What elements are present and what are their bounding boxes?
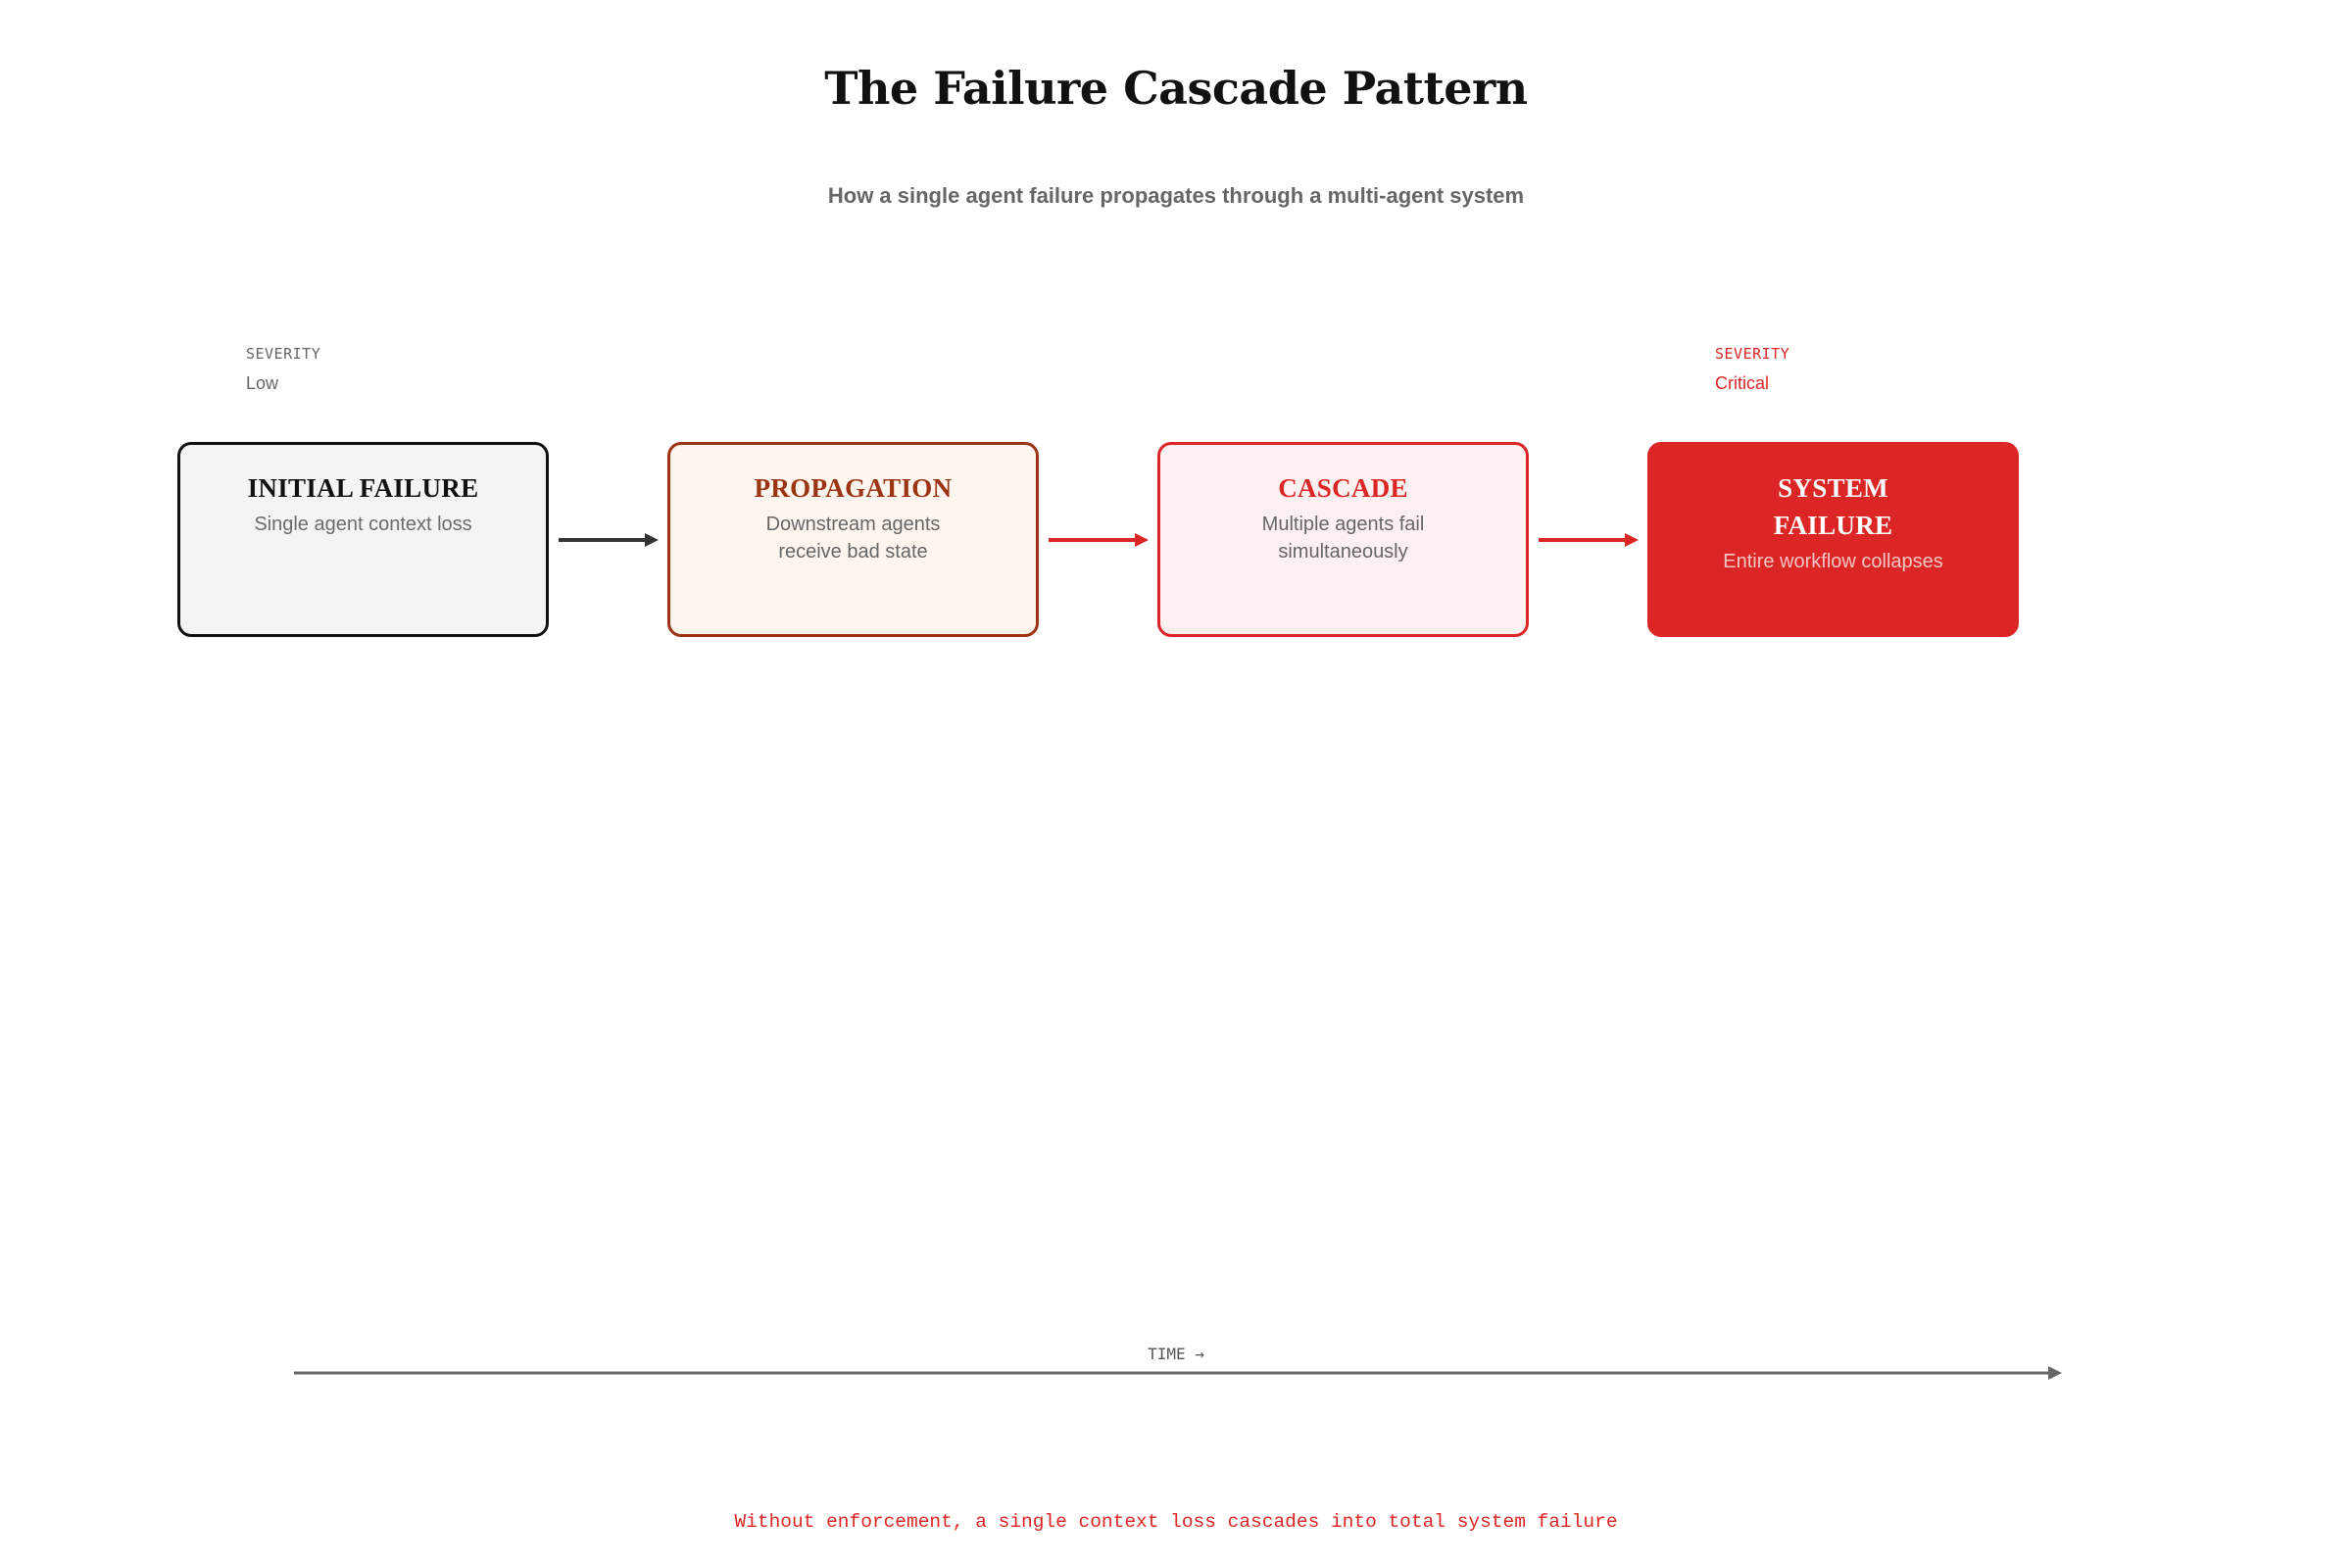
severity-label: SEVERITY	[1715, 345, 1790, 363]
page-title: The Failure Cascade Pattern	[824, 62, 1528, 115]
arrow-right-icon	[1049, 533, 1149, 547]
stage-cascade: CASCADE Multiple agents fail simultaneou…	[1157, 442, 1529, 637]
footer-note: Without enforcement, a single context lo…	[734, 1511, 1618, 1533]
page-subtitle: How a single agent failure propagates th…	[827, 183, 1525, 208]
stage-title: CASCADE	[1278, 473, 1408, 503]
severity-value-low: Low	[246, 373, 279, 393]
severity-label: SEVERITY	[246, 345, 321, 363]
stage-system-failure: SYSTEM FAILURE Entire workflow collapses	[1647, 442, 2019, 637]
time-axis-label: TIME →	[1148, 1345, 1204, 1363]
stage-title: SYSTEM FAILURE	[1773, 473, 1893, 540]
severity-value-critical: Critical	[1715, 373, 1770, 393]
stage-title: PROPAGATION	[754, 473, 953, 503]
stage-description: Single agent context loss	[254, 514, 472, 535]
stage-description: Downstream agents receive bad state	[765, 514, 941, 563]
severity-start-indicator: SEVERITY Low	[246, 344, 320, 394]
stage-title: INITIAL FAILURE	[247, 473, 479, 503]
arrow-right-icon	[1539, 533, 1639, 547]
severity-end-indicator: SEVERITY Critical	[1715, 344, 1789, 394]
stage-propagation: PROPAGATION Downstream agents receive ba…	[667, 442, 1039, 637]
stage-initial-failure: INITIAL FAILURE Single agent context los…	[177, 442, 549, 637]
stage-description: Entire workflow collapses	[1723, 551, 1943, 572]
stage-description: Multiple agents fail simultaneously	[1261, 514, 1425, 563]
arrow-right-icon	[559, 533, 659, 547]
time-axis-arrow-icon	[294, 1366, 2062, 1380]
